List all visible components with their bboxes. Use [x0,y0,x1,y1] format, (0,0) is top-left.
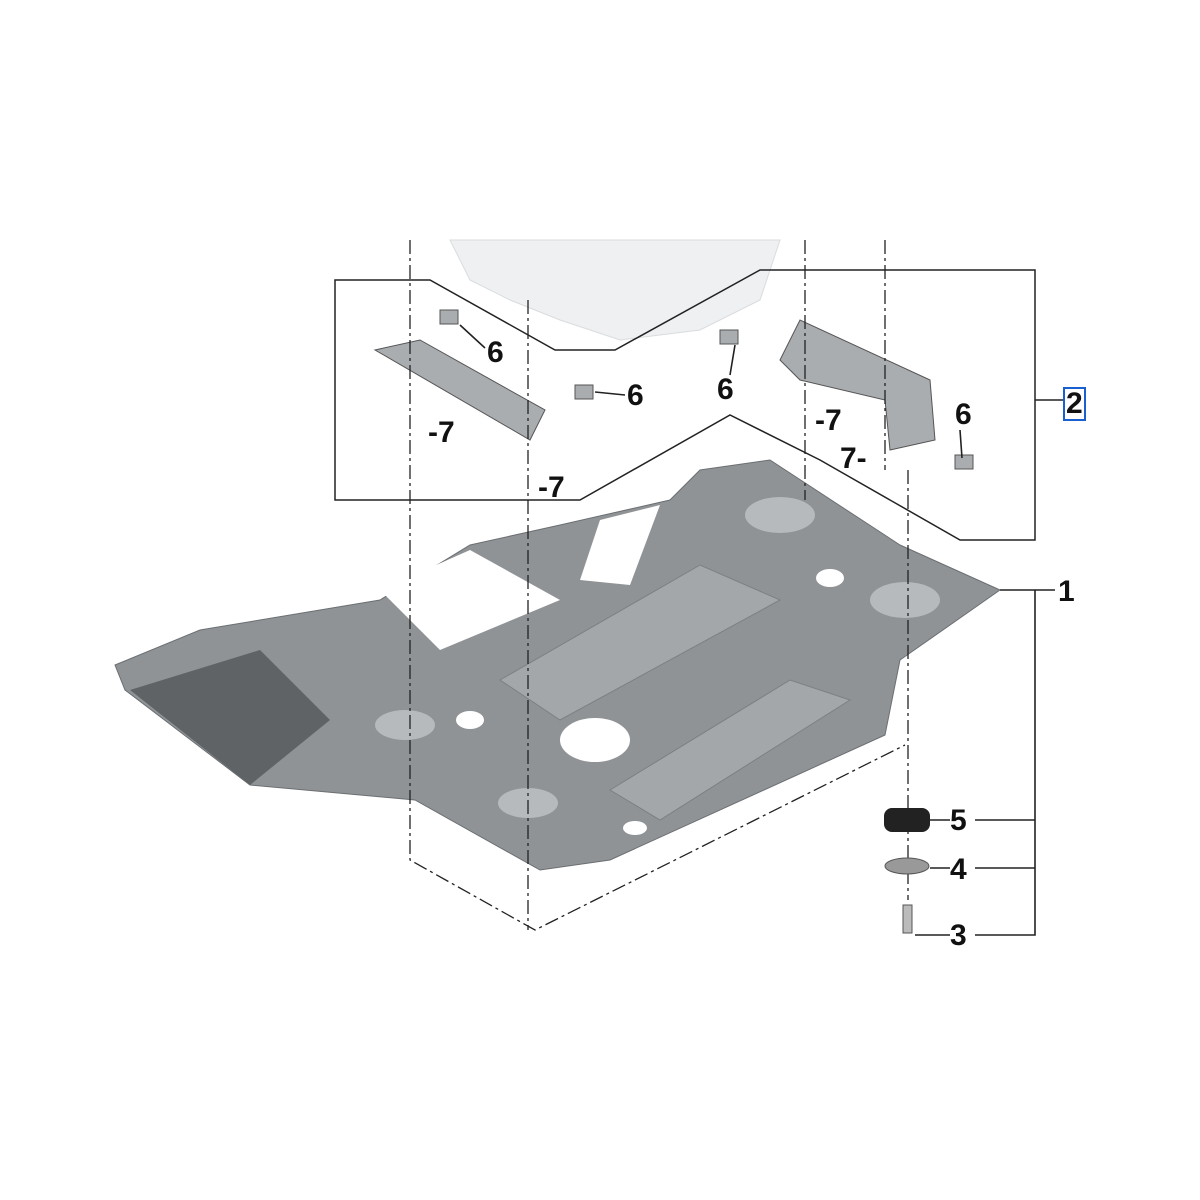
callout-4[interactable]: 4 [950,853,967,886]
callout-7[interactable]: -7 [538,471,565,504]
leader-lines [459,324,1065,936]
callout-3[interactable]: 3 [950,919,967,952]
callout-7[interactable]: -7 [815,404,842,437]
callout-6[interactable]: 6 [627,379,644,412]
callout-5[interactable]: 5 [950,804,967,837]
callout-1[interactable]: 1 [1058,575,1075,608]
engine-ghost [449,239,781,341]
callout-7[interactable]: -7 [428,416,455,449]
skid-plate [114,459,1002,871]
group-outline [334,269,1036,541]
callout-2-link[interactable]: 2 [1063,387,1086,421]
callout-6[interactable]: 6 [717,373,734,406]
callout-6[interactable]: 6 [487,336,504,369]
hardware [884,808,930,934]
brackets [373,309,974,470]
callout-6[interactable]: 6 [955,398,972,431]
callout-7[interactable]: 7- [840,442,867,475]
